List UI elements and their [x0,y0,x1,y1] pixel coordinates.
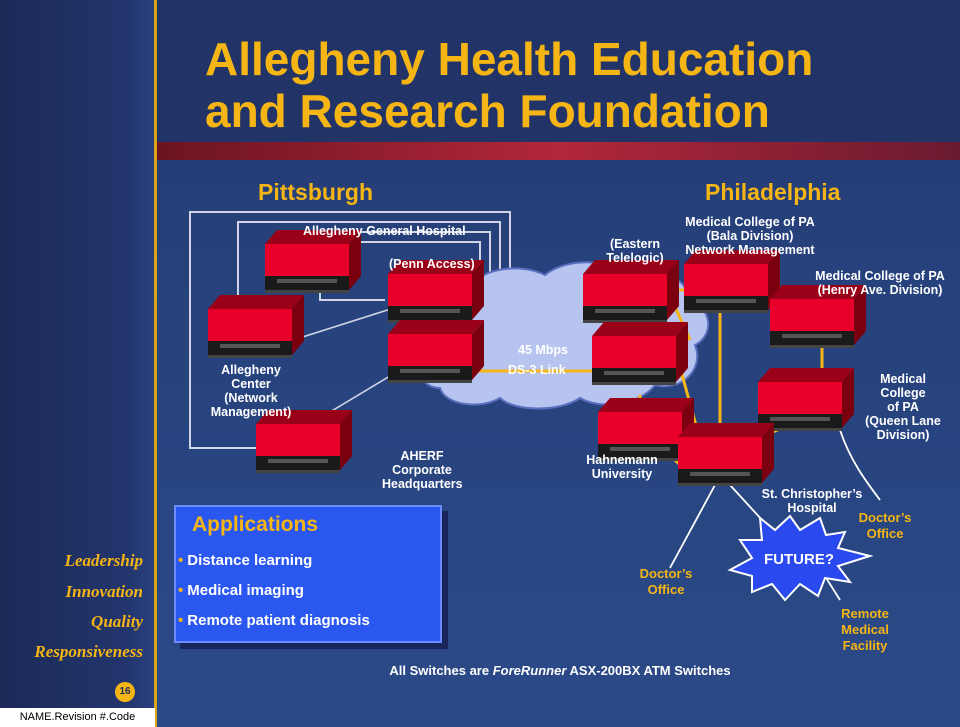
label-line: Doctor’s [858,510,912,525]
label-line: Doctor’s [639,566,693,581]
switch-mcp-queen-lane [758,368,854,431]
label-line: Hahnemann [586,453,658,467]
switch-st-christophers [678,423,774,486]
application-item: •Medical imaging [178,582,304,599]
label-line: Corporate [392,463,452,477]
application-item-label: Remote patient diagnosis [187,612,370,629]
label-link-type: DS-3 Link [508,363,566,377]
label-line: St. Christopher’s [761,487,863,501]
switch-mcp-bala [684,250,780,313]
footer-note: All Switches are ForeRunner ASX-200BX AT… [160,663,960,678]
label-mcp-queen-lane: Medical College of PA (Queen Lane Divisi… [858,372,948,442]
applications-box: Applications •Distance learning •Medical… [174,505,442,643]
sidebar-divider [154,0,157,727]
slide-title-line-1: Allegheny Health Education [205,33,814,85]
label-line: of PA [887,400,919,414]
value-innovation: Innovation [65,582,143,601]
label-line: University [591,467,653,481]
label-line: Medical [841,622,889,637]
city-pittsburgh: Pittsburgh [258,179,373,205]
label-line: Remote [841,606,889,621]
label-doctors-office-right: Doctor’s Office [845,510,925,542]
value-responsiveness: Responsiveness [34,642,143,661]
label-line: Telelogic) [606,251,664,265]
switch-penn-access-2 [388,320,484,383]
label-mcp-bala: Medical College of PA (Bala Division) Ne… [680,215,820,257]
slide-title-line-2: and Research Foundation [205,85,770,137]
label-line: (Network [224,391,278,405]
footer-suffix: ASX-200BX ATM Switches [566,663,731,678]
value-quality: Quality [91,612,143,631]
label-line: Medical College of PA [685,215,815,229]
revision-code: NAME.Revision #.Code [0,708,155,727]
future-starburst [727,514,874,602]
application-item-label: Medical imaging [187,582,304,599]
label-line: Allegheny [221,363,281,377]
application-item-label: Distance learning [187,552,313,569]
label-mcp-henry: Medical College of PA (Henry Ave. Divisi… [802,269,958,297]
label-eastern-telelogic: (Eastern Telelogic) [595,237,675,265]
label-line: College [880,386,926,400]
label-line: Facility [842,638,888,653]
label-line: (Henry Ave. Division) [817,283,943,297]
bullet-icon: • [178,582,184,599]
switch-allegheny-general [265,230,361,293]
label-line: Office [647,582,685,597]
switch-aherf-hq [256,410,352,473]
label-allegheny-center: Allegheny Center (Network Management) [206,363,296,419]
application-item: •Distance learning [178,552,312,569]
label-line: Office [866,526,904,541]
value-leadership: Leadership [64,551,143,570]
applications-title: Applications [192,513,319,536]
label-line: Division) [876,428,930,442]
bullet-icon: • [178,552,184,569]
label-allegheny-general: Allegheny General Hospital [303,224,466,238]
application-item: •Remote patient diagnosis [178,612,370,629]
label-line: Medical College of PA [815,269,945,283]
label-line: Medical [880,372,926,386]
label-hahnemann: Hahnemann University [582,453,662,481]
left-sidebar [0,0,155,727]
switch-eastern-telelogic [583,260,679,323]
label-line: (Eastern [609,237,661,251]
title-underline-band [157,142,960,160]
label-future: FUTURE? [764,551,834,568]
city-philadelphia: Philadelphia [705,179,841,205]
page-number-badge: 16 [115,682,135,702]
switch-allegheny-center [208,295,304,358]
label-line: Network Management [685,243,815,257]
label-st-christophers: St. Christopher’s Hospital [752,487,872,515]
footer-product: ForeRunner [492,663,567,678]
title-bar [157,0,960,148]
label-line: (Bala Division) [706,229,794,243]
label-remote-medical: Remote Medical Facility [825,606,905,654]
footer-prefix: All Switches are [389,663,493,678]
label-doctors-office-left: Doctor’s Office [626,566,706,598]
label-line: (Queen Lane [865,414,941,428]
label-penn-access: (Penn Access) [389,257,475,271]
switch-ds3-east [592,322,688,385]
label-line: AHERF [400,449,444,463]
bullet-icon: • [178,612,184,629]
label-line: Headquarters [382,477,463,491]
label-aherf-hq: AHERF Corporate Headquarters [382,449,463,491]
label-link-speed: 45 Mbps [518,343,569,357]
label-line: Management) [210,405,292,419]
label-line: Center [231,377,271,391]
label-line: Hospital [787,501,837,515]
